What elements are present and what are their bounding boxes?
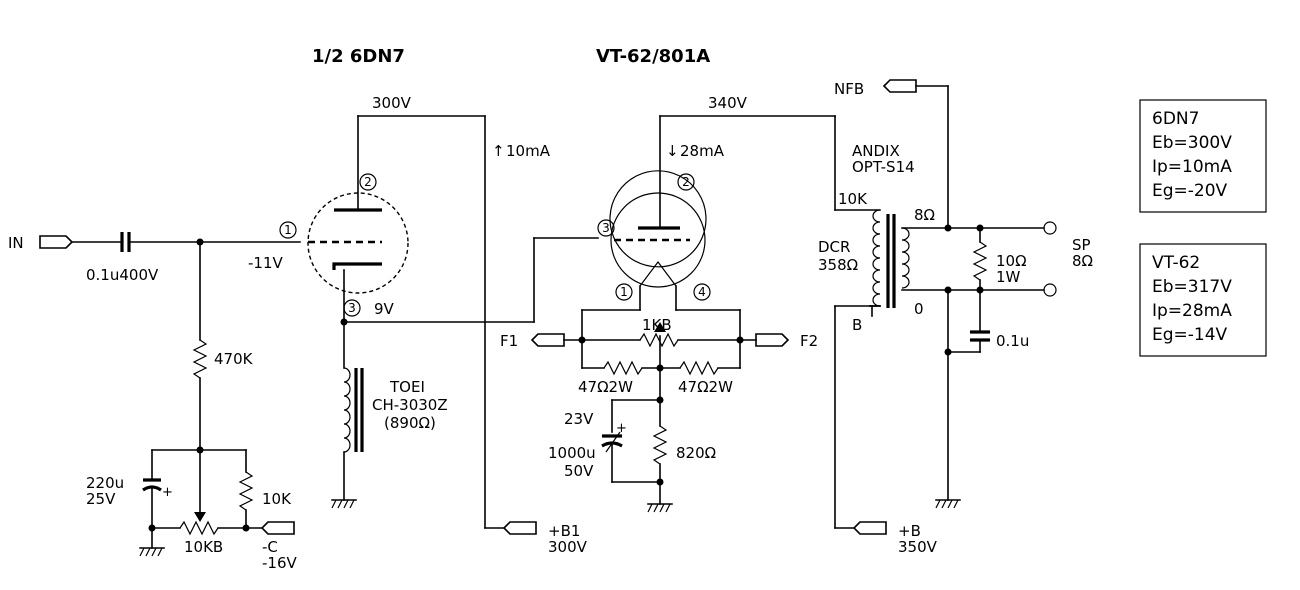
potentiometer-10kb xyxy=(179,520,219,536)
label-opt-s14: OPT-S14 xyxy=(852,158,915,176)
label-sp: SP xyxy=(1072,236,1091,254)
f1-terminal-icon[interactable] xyxy=(530,333,565,347)
speaker-terminal-negative[interactable] xyxy=(1043,283,1057,297)
label-50v: 50V xyxy=(564,462,594,480)
svg-text:Ip=28mA: Ip=28mA xyxy=(1152,301,1232,321)
label-arrow-down: ↓ xyxy=(666,142,679,160)
resistor-47-right xyxy=(679,360,719,376)
svg-text:4: 4 xyxy=(698,285,706,299)
title-output-tube: VT-62/801A xyxy=(596,46,710,67)
svg-text:2: 2 xyxy=(682,175,690,189)
label-neg-16v: -16V xyxy=(262,554,297,572)
svg-text:+: + xyxy=(616,421,627,436)
svg-text:Eb=300V: Eb=300V xyxy=(1152,133,1232,153)
choke-coil xyxy=(343,367,351,453)
label-28ma: 28mA xyxy=(680,142,725,160)
label-47-left: 47Ω2W xyxy=(578,378,633,396)
speaker-terminal-positive[interactable] xyxy=(1043,221,1057,235)
f2-terminal-icon[interactable] xyxy=(755,333,790,347)
label-1w: 1W xyxy=(996,268,1021,286)
label-f1: F1 xyxy=(500,332,518,350)
label-b1-300v: 300V xyxy=(548,538,588,556)
resistor-47-left xyxy=(603,360,643,376)
label-1000u: 1000u xyxy=(548,444,596,462)
resistor-820 xyxy=(652,425,668,465)
label-358: 358Ω xyxy=(818,256,858,274)
label-nfb: NFB xyxy=(834,80,864,98)
opt-primary-coil xyxy=(872,209,881,307)
output-tube-filament xyxy=(639,261,677,287)
svg-text:2: 2 xyxy=(364,175,372,189)
label-8-ohm: 8Ω xyxy=(914,206,935,224)
svg-text:+: + xyxy=(162,485,173,500)
label-sp-8: 8Ω xyxy=(1072,252,1093,270)
svg-text:6DN7: 6DN7 xyxy=(1152,109,1199,129)
info-box-vt62 xyxy=(1139,243,1267,357)
input-terminal-icon[interactable] xyxy=(39,235,74,249)
info-box-6dn7 xyxy=(1139,99,1267,213)
neg-c-terminal-icon[interactable] xyxy=(260,521,295,535)
label-dcr: DCR xyxy=(818,238,850,256)
label-10kb: 10KB xyxy=(184,538,223,556)
label-andix: ANDIX xyxy=(852,142,900,160)
label-b1: +B1 xyxy=(548,522,580,540)
label-neg-c: -C xyxy=(262,538,278,556)
label-10k: 10K xyxy=(262,490,292,508)
potentiometer-1kb xyxy=(639,332,679,348)
label-300v: 300V xyxy=(372,94,412,112)
label-cathode-9v: 9V xyxy=(374,300,395,318)
label-in: IN xyxy=(8,234,24,252)
b1-terminal-icon[interactable] xyxy=(502,521,537,535)
driver-tube-cathode xyxy=(332,262,382,270)
resistor-470k xyxy=(192,339,208,379)
label-choke-model: CH-3030Z xyxy=(372,396,448,414)
resistor-10-ohm xyxy=(972,241,988,281)
label-choke-toei: TOEI xyxy=(389,378,425,396)
label-820: 820Ω xyxy=(676,444,716,462)
resistor-10k xyxy=(238,471,254,511)
svg-text:Eg=-20V: Eg=-20V xyxy=(1152,181,1228,201)
svg-text:Eg=-14V: Eg=-14V xyxy=(1152,325,1228,345)
label-1kb: 1KB xyxy=(642,316,672,334)
label-choke-dcr: (890Ω) xyxy=(384,414,436,432)
label-10k-primary: 10K xyxy=(838,190,868,208)
svg-text:3: 3 xyxy=(602,221,610,235)
label-grid-bias: -11V xyxy=(248,254,283,272)
label-b-tap: B xyxy=(852,316,862,334)
label-0: 0 xyxy=(914,300,924,318)
label-coupling-cap: 0.1u400V xyxy=(86,266,159,284)
label-01u: 0.1u xyxy=(996,332,1029,350)
svg-text:3: 3 xyxy=(348,301,356,315)
nfb-terminal-icon[interactable] xyxy=(882,79,917,93)
label-arrow-up: ↑ xyxy=(492,142,505,160)
b-terminal-icon[interactable] xyxy=(852,521,887,535)
label-470k: 470K xyxy=(214,350,254,368)
svg-text:1: 1 xyxy=(620,285,628,299)
label-47-right: 47Ω2W xyxy=(678,378,733,396)
label-10-ohm: 10Ω xyxy=(996,252,1027,270)
label-25v: 25V xyxy=(86,490,116,508)
label-220u: 220u xyxy=(86,474,124,492)
label-b: +B xyxy=(898,522,921,540)
label-f2: F2 xyxy=(800,332,818,350)
label-350v: 350V xyxy=(898,538,938,556)
label-340v: 340V xyxy=(708,94,748,112)
svg-text:1: 1 xyxy=(284,223,292,237)
label-10ma: 10mA xyxy=(506,142,551,160)
svg-text:Eb=317V: Eb=317V xyxy=(1152,277,1232,297)
label-23v: 23V xyxy=(564,410,594,428)
svg-text:Ip=10mA: Ip=10mA xyxy=(1152,157,1232,177)
svg-text:VT-62: VT-62 xyxy=(1152,253,1200,273)
output-tube-envelope xyxy=(609,170,707,268)
opt-secondary-coil xyxy=(901,227,910,289)
title-driver-tube: 1/2 6DN7 xyxy=(312,46,405,67)
